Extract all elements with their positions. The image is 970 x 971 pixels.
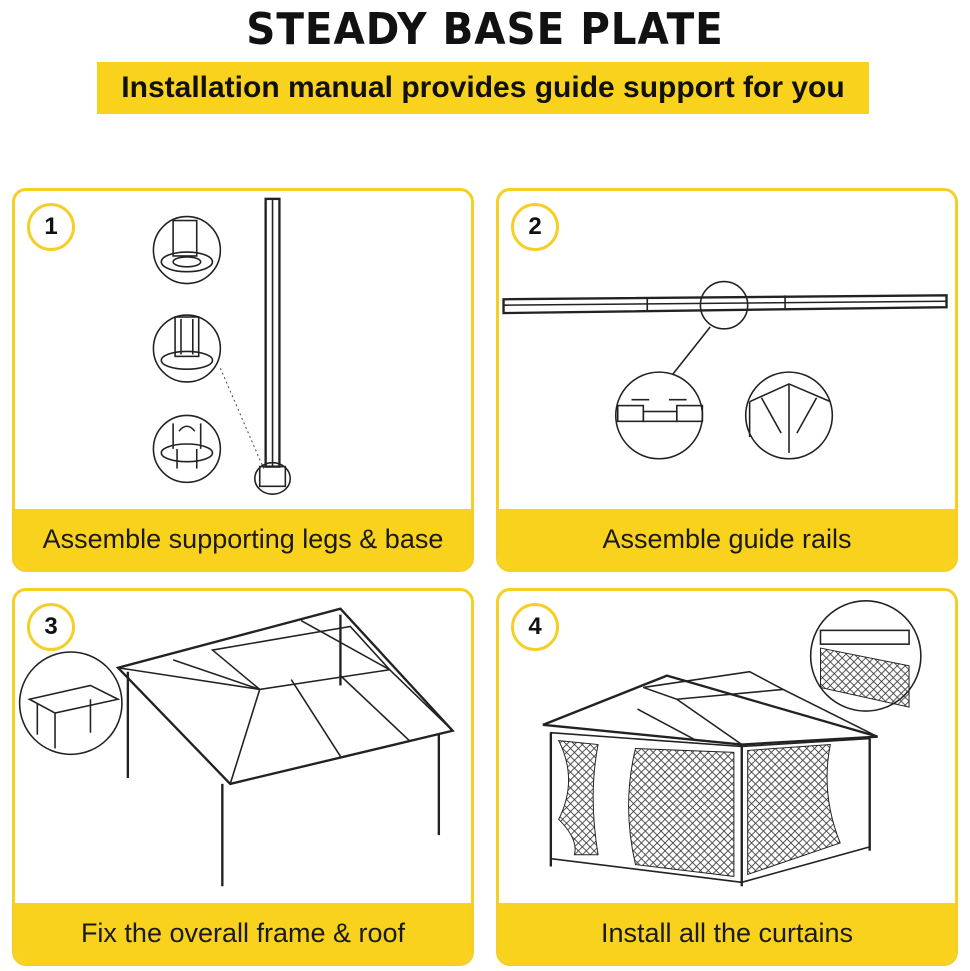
step-number-badge: 2 [511,203,559,251]
step-2-panel: 2 Assemble guide rails [496,188,958,572]
step-caption: Assemble supporting legs & base [15,509,471,569]
step-caption: Install all the curtains [499,903,955,963]
step-3-panel: 3 Fix the overall frame & roof [12,588,474,966]
curtains-illustration [542,600,922,887]
step-caption: Fix the overall frame & roof [15,903,471,963]
step-number-badge: 4 [511,603,559,651]
step-1-panel: 1 Assemble supporting legs & base [12,188,474,572]
legs-base-illustration [152,197,292,495]
step-4-panel: 4 Install all the curtains [496,588,958,966]
page-title: STEADY BASE PLATE [246,4,724,55]
guide-rails-illustration [502,280,948,460]
step-number-badge: 1 [27,203,75,251]
step-number-badge: 3 [27,603,75,651]
subtitle-banner: Installation manual provides guide suppo… [97,62,869,114]
frame-roof-illustration [18,607,455,887]
step-caption: Assemble guide rails [499,509,955,569]
